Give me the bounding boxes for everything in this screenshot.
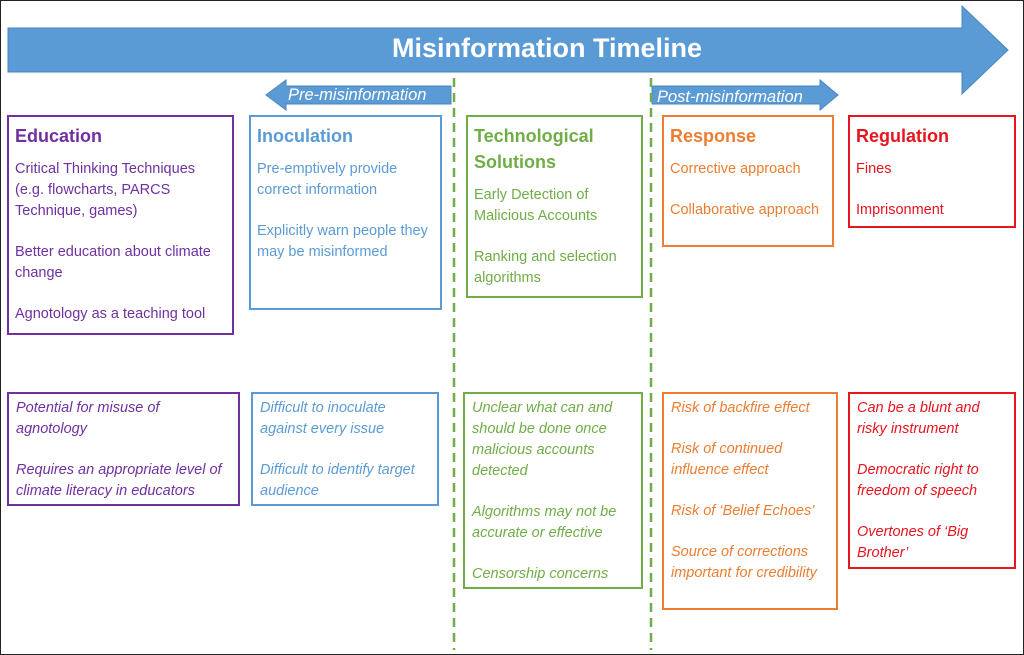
response-limitation: Risk of backfire effect — [671, 400, 810, 416]
response-item: Collaborative approach — [670, 202, 820, 218]
technological-solutions-item: Ranking and selection algorithms — [474, 249, 617, 286]
response-item: Corrective approach — [670, 161, 801, 177]
education-limitation: Requires an appropriate level of climate… — [16, 462, 222, 499]
education-limitation: Potential for misuse of agnotology — [16, 400, 160, 437]
education-item: Better education about climate change — [15, 244, 211, 281]
post-misinformation-arrow — [651, 78, 839, 112]
response-limitation: Source of corrections important for cred… — [671, 544, 817, 581]
education-item: Critical Thinking Techniques (e.g. flowc… — [15, 161, 196, 219]
regulation-item: Fines — [856, 161, 892, 177]
regulation-limitation: Can be a blunt and risky instrument — [857, 400, 980, 437]
regulation-limitation: Overtones of ‘Big Brother’ — [857, 524, 969, 561]
education-limitations-box: Potential for misuse of agnotology Requi… — [7, 392, 240, 506]
inoculation-limitation: Difficult to inoculate against every iss… — [260, 400, 386, 437]
response-box: Response Corrective approach Collaborati… — [662, 115, 834, 247]
technological-solutions-limitation: Unclear what can and should be done once… — [472, 400, 613, 479]
education-heading: Education — [15, 126, 103, 146]
pre-misinformation-arrow — [265, 79, 452, 111]
post-misinformation-label: Post-misinformation — [657, 88, 803, 106]
education-box: Education Critical Thinking Techniques (… — [7, 115, 234, 335]
response-limitation: Risk of ‘Belief Echoes’ — [671, 503, 815, 519]
response-limitations-box: Risk of backfire effect Risk of continue… — [662, 392, 838, 610]
technological-solutions-heading: Technological Solutions — [474, 126, 594, 172]
technological-solutions-limitations-box: Unclear what can and should be done once… — [463, 392, 643, 589]
pre-misinformation-label: Pre-misinformation — [288, 86, 427, 104]
regulation-limitation: Democratic right to freedom of speech — [857, 462, 979, 499]
regulation-item: Imprisonment — [856, 202, 944, 218]
inoculation-heading: Inoculation — [257, 126, 353, 146]
regulation-box: Regulation Fines Imprisonment — [848, 115, 1016, 228]
education-item: Agnotology as a teaching tool — [15, 306, 206, 322]
inoculation-limitations-box: Difficult to inoculate against every iss… — [251, 392, 439, 506]
inoculation-item: Explicitly warn people they may be misin… — [257, 223, 428, 260]
timeline-title: Misinformation Timeline — [391, 33, 703, 63]
technological-solutions-limitation: Censorship concerns — [472, 566, 609, 582]
response-limitation: Risk of continued influence effect — [671, 441, 783, 478]
technological-solutions-limitation: Algorithms may not be accurate or effect… — [472, 504, 617, 541]
inoculation-limitation: Difficult to identify target audience — [260, 462, 415, 499]
inoculation-item: Pre-emptively provide correct informatio… — [257, 161, 398, 198]
inoculation-box: Inoculation Pre-emptively provide correc… — [249, 115, 442, 310]
response-heading: Response — [670, 126, 757, 146]
timeline-arrow — [7, 4, 1009, 96]
technological-solutions-box: Technological Solutions Early Detection … — [466, 115, 643, 298]
technological-solutions-item: Early Detection of Malicious Accounts — [474, 187, 598, 224]
regulation-heading: Regulation — [856, 126, 949, 146]
regulation-limitations-box: Can be a blunt and risky instrument Demo… — [848, 392, 1016, 569]
